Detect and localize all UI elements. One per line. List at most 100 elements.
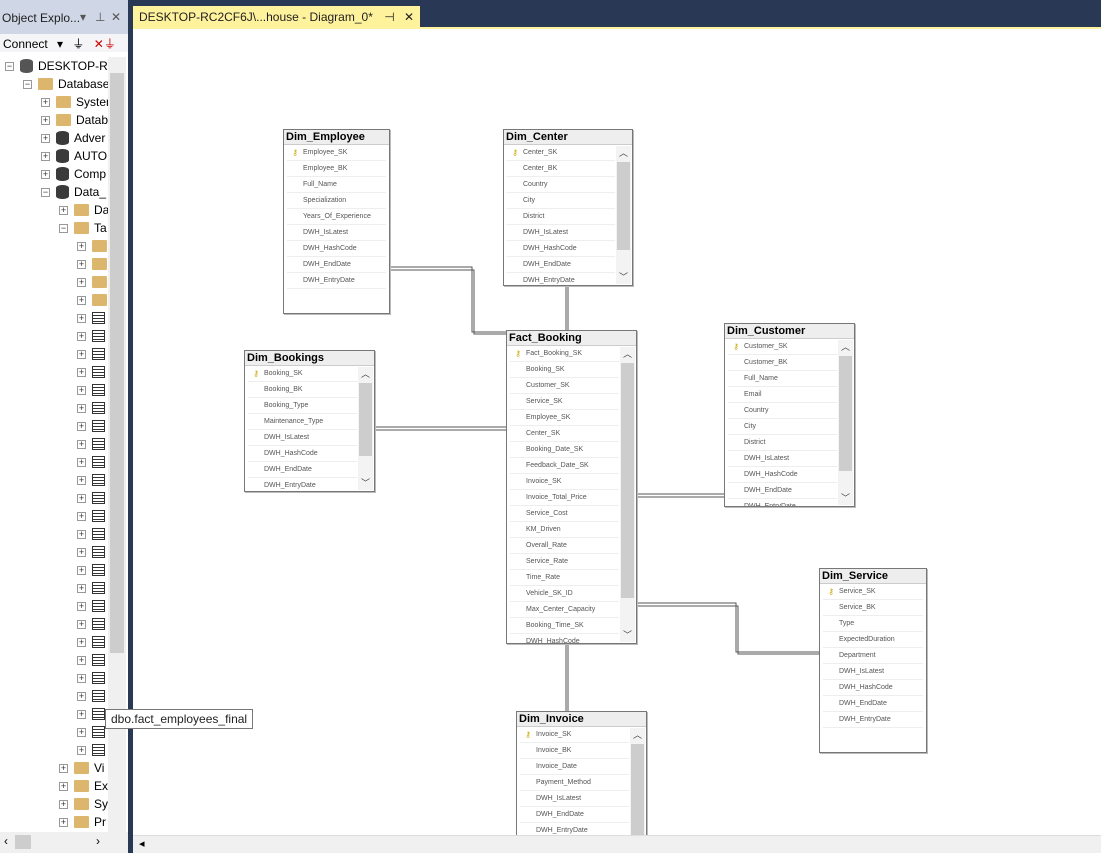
tree-node[interactable]: + xyxy=(77,273,108,291)
scrollbar-thumb[interactable] xyxy=(631,744,644,835)
table-title[interactable]: Dim_Service xyxy=(820,569,926,584)
tree-node[interactable]: + xyxy=(77,597,108,615)
column-row[interactable]: Type xyxy=(823,616,923,632)
expand-icon[interactable]: + xyxy=(77,438,86,449)
expand-icon[interactable]: + xyxy=(77,636,86,647)
tree-node[interactable]: +Comp xyxy=(41,165,106,183)
tree-node[interactable]: + xyxy=(77,507,108,525)
expand-icon[interactable]: + xyxy=(77,690,86,701)
tree-horizontal-scrollbar[interactable]: ‹› xyxy=(0,832,128,853)
tree-node[interactable]: + xyxy=(77,453,108,471)
column-row[interactable]: DWH_IsLatest xyxy=(507,225,615,241)
expand-icon[interactable]: + xyxy=(41,96,50,107)
scrollbar-thumb[interactable] xyxy=(617,162,630,250)
column-row[interactable]: DWH_EndDate xyxy=(728,483,837,499)
column-row[interactable]: ExpectedDuration xyxy=(823,632,923,648)
expand-icon[interactable]: + xyxy=(41,132,50,143)
table-title[interactable]: Dim_Customer xyxy=(725,324,854,339)
column-row[interactable]: DWH_EndDate xyxy=(248,462,357,478)
column-row[interactable]: DWH_HashCode xyxy=(507,241,615,257)
expand-icon[interactable]: + xyxy=(77,492,86,503)
expand-icon[interactable]: + xyxy=(77,654,86,665)
column-row[interactable]: DWH_EntryDate xyxy=(248,478,357,491)
scroll-down-icon[interactable]: ﹀ xyxy=(623,630,633,640)
tree-node[interactable]: + xyxy=(77,471,108,489)
column-row[interactable]: Service_Rate xyxy=(510,554,619,570)
column-row[interactable]: Department xyxy=(823,648,923,664)
tree-node[interactable]: + xyxy=(77,579,108,597)
column-row[interactable]: DWH_HashCode xyxy=(287,241,386,257)
tree-node[interactable]: + xyxy=(77,543,108,561)
tree-node[interactable]: + xyxy=(77,237,108,255)
scroll-up-icon[interactable]: ︿ xyxy=(618,148,628,158)
tree-node[interactable]: +Sy xyxy=(59,795,108,813)
tree-node[interactable]: + xyxy=(77,687,108,705)
column-row[interactable]: Employee_BK xyxy=(287,161,386,177)
column-row[interactable]: Employee_SK xyxy=(510,410,619,426)
table-scrollbar[interactable]: ︿﹀ xyxy=(838,340,853,505)
expand-icon[interactable]: + xyxy=(77,582,86,593)
tree-node[interactable]: + xyxy=(77,669,108,687)
column-row[interactable]: Center_BK xyxy=(507,161,615,177)
column-row[interactable]: Country xyxy=(507,177,615,193)
expand-icon[interactable]: + xyxy=(77,312,86,323)
expand-icon[interactable]: + xyxy=(41,168,50,179)
table-title[interactable]: Dim_Center xyxy=(504,130,632,145)
tree-node[interactable]: +AUTO xyxy=(41,147,107,165)
expand-icon[interactable]: + xyxy=(77,276,86,287)
scroll-up-icon[interactable]: ︿ xyxy=(360,369,370,379)
column-row[interactable]: DWH_HashCode xyxy=(248,446,357,462)
column-row[interactable]: KM_Driven xyxy=(510,522,619,538)
table-title[interactable]: Dim_Invoice xyxy=(517,712,646,727)
column-row[interactable]: DWH_EntryDate xyxy=(520,823,629,835)
table-scrollbar[interactable]: ︿﹀ xyxy=(358,367,373,490)
tree-node[interactable]: + xyxy=(77,723,108,741)
scroll-left-icon[interactable]: ◂ xyxy=(139,838,145,850)
expand-icon[interactable]: + xyxy=(77,546,86,557)
tree-node[interactable]: + xyxy=(77,615,108,633)
tree-node[interactable]: + xyxy=(77,741,108,759)
expand-icon[interactable]: + xyxy=(77,240,86,251)
scroll-up-icon[interactable]: ︿ xyxy=(840,342,850,352)
table-title[interactable]: Dim_Employee xyxy=(284,130,389,145)
expand-icon[interactable]: + xyxy=(41,114,50,125)
scroll-right-icon[interactable]: › xyxy=(96,834,100,848)
table-scrollbar[interactable]: ︿﹀ xyxy=(620,347,635,642)
column-row[interactable]: ⚷Fact_Booking_SK xyxy=(510,346,619,362)
tree-node[interactable]: + xyxy=(77,633,108,651)
tree-node[interactable]: + xyxy=(77,327,108,345)
column-row[interactable]: DWH_IsLatest xyxy=(287,225,386,241)
table-title[interactable]: Fact_Booking xyxy=(507,331,636,346)
expand-icon[interactable]: + xyxy=(77,402,86,413)
tree-node[interactable]: + xyxy=(77,381,108,399)
column-row[interactable]: Booking_BK xyxy=(248,382,357,398)
expand-icon[interactable]: + xyxy=(77,366,86,377)
tree-vertical-scrollbar[interactable] xyxy=(108,57,126,832)
tree-node[interactable]: + xyxy=(77,651,108,669)
column-row[interactable]: DWH_EntryDate xyxy=(507,273,615,285)
scrollbar-thumb[interactable] xyxy=(839,356,852,471)
column-row[interactable]: Invoice_SK xyxy=(510,474,619,490)
scroll-down-icon[interactable]: ﹀ xyxy=(619,272,629,282)
column-row[interactable]: DWH_EntryDate xyxy=(823,712,923,728)
column-row[interactable]: DWH_HashCode xyxy=(823,680,923,696)
connect-button[interactable]: Connect ▾ xyxy=(3,37,64,51)
expand-icon[interactable]: + xyxy=(77,330,86,341)
tree-node[interactable]: + xyxy=(77,291,108,309)
column-row[interactable]: Invoice_BK xyxy=(520,743,629,759)
column-row[interactable]: ⚷Booking_SK xyxy=(248,366,357,382)
collapse-icon[interactable]: − xyxy=(41,186,50,197)
column-row[interactable]: ⚷Service_SK xyxy=(823,584,923,600)
tree-node[interactable]: −Database xyxy=(23,75,108,93)
table-scrollbar[interactable]: ︿﹀ xyxy=(630,728,645,835)
disconnect-icon[interactable]: ✕⏚ xyxy=(93,37,116,51)
column-row[interactable]: Email xyxy=(728,387,837,403)
column-row[interactable]: Invoice_Total_Price xyxy=(510,490,619,506)
pin-icon[interactable]: ⊣ xyxy=(384,10,395,24)
scrollbar-thumb[interactable] xyxy=(15,835,31,849)
column-row[interactable]: DWH_IsLatest xyxy=(823,664,923,680)
expand-icon[interactable]: + xyxy=(77,672,86,683)
